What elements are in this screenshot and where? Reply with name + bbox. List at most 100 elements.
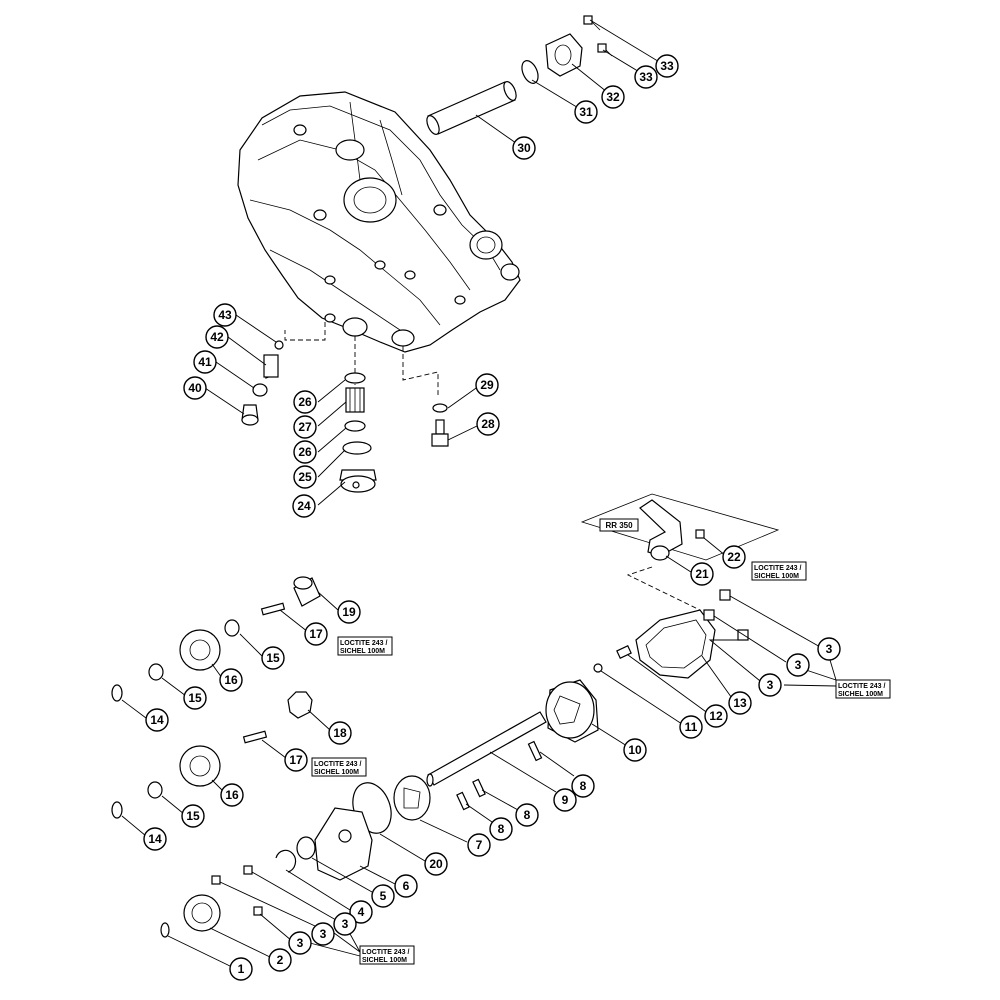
rr350-label-text: RR 350 (605, 521, 633, 530)
washer-15a (224, 619, 240, 637)
callout-21: 21 (690, 562, 714, 586)
svg-text:15: 15 (188, 691, 202, 705)
screw-3b (703, 609, 715, 621)
callout-2: 2 (268, 948, 292, 972)
callout-3a: 3 (817, 637, 841, 661)
svg-text:18: 18 (333, 726, 347, 740)
note-loctite-17b: LOCTITE 243 / SICHEL 100M (311, 757, 367, 777)
callout-1: 1 (229, 957, 253, 981)
callout-26a: 26 (293, 390, 317, 414)
screw-3a (719, 589, 731, 601)
callout-3e: 3 (311, 922, 335, 946)
svg-text:15: 15 (186, 809, 200, 823)
callout-32: 32 (601, 85, 625, 109)
note-loctite-22: LOCTITE 243 / SICHEL 100M (751, 561, 807, 581)
callout-31: 31 (574, 100, 598, 124)
svg-text:29: 29 (480, 378, 494, 392)
svg-text:8: 8 (524, 808, 531, 822)
svg-text:2: 2 (277, 953, 284, 967)
callout-8c: 8 (489, 817, 513, 841)
svg-text:14: 14 (148, 832, 162, 846)
washer-41 (252, 383, 268, 397)
svg-text:17: 17 (289, 753, 303, 767)
callout-15b: 15 (183, 686, 207, 710)
callout-42: 42 (205, 325, 229, 349)
callout-3c: 3 (758, 673, 782, 697)
note-3-bottom-line2: SICHEL 100M (362, 957, 407, 964)
callout-11: 11 (679, 715, 703, 739)
plug-40 (241, 404, 259, 426)
filter-27 (345, 387, 365, 413)
svg-text:20: 20 (429, 857, 443, 871)
washer-29 (432, 403, 448, 413)
callout-3b: 3 (786, 653, 810, 677)
callout-17b: 17 (284, 748, 308, 772)
spring-12 (616, 645, 632, 659)
svg-text:8: 8 (498, 822, 505, 836)
callout-19: 19 (337, 600, 361, 624)
svg-text:9: 9 (562, 793, 569, 807)
callout-13: 13 (728, 691, 752, 715)
svg-text:28: 28 (481, 417, 495, 431)
callout-25: 25 (293, 465, 317, 489)
callout-40: 40 (183, 376, 207, 400)
note-3-right-line2: SICHEL 100M (838, 691, 883, 698)
ball-11 (593, 663, 603, 673)
callout-41: 41 (193, 350, 217, 374)
svg-text:10: 10 (628, 743, 642, 757)
svg-text:17: 17 (309, 627, 323, 641)
pin-8c (456, 791, 470, 811)
callout-8b: 8 (515, 803, 539, 827)
callout-3d: 3 (333, 912, 357, 936)
crankcase-half (237, 91, 521, 353)
ring-26a (344, 372, 366, 384)
o-ring-31 (521, 60, 539, 84)
callout-9: 9 (553, 788, 577, 812)
washer-15c (147, 781, 163, 799)
svg-text:21: 21 (695, 567, 709, 581)
clip-14b (111, 801, 123, 819)
washer-15b (148, 663, 164, 681)
pin-8a (527, 740, 543, 762)
callout-14b: 14 (143, 827, 167, 851)
rr350-label: RR 350 (599, 518, 639, 532)
svg-text:22: 22 (727, 550, 741, 564)
gear-2 (183, 894, 221, 932)
spacer-19 (293, 576, 321, 607)
callout-5: 5 (371, 884, 395, 908)
callout-18: 18 (328, 721, 352, 745)
ball-43 (274, 340, 284, 350)
svg-text:7: 7 (476, 838, 483, 852)
callout-24: 24 (292, 494, 316, 518)
callout-12: 12 (704, 704, 728, 728)
svg-text:3: 3 (297, 936, 304, 950)
screw-3d (211, 875, 221, 885)
callout-8a: 8 (571, 774, 595, 798)
ring-26b (344, 420, 366, 432)
svg-text:33: 33 (660, 59, 674, 73)
bolt-17b (242, 730, 268, 744)
svg-text:11: 11 (685, 720, 698, 734)
note-22-line2: SICHEL 100M (754, 573, 799, 580)
pin-8b (472, 778, 486, 798)
callout-22: 22 (722, 545, 746, 569)
gear-16b (179, 745, 221, 787)
note-3-bottom-line1: LOCTITE 243 / (362, 949, 410, 956)
callout-26b: 26 (293, 440, 317, 464)
svg-text:3: 3 (320, 927, 327, 941)
svg-text:3: 3 (826, 642, 833, 656)
screw-28 (431, 419, 449, 447)
svg-text:25: 25 (298, 470, 312, 484)
callout-3f: 3 (288, 931, 312, 955)
svg-text:3: 3 (795, 658, 802, 672)
svg-text:33: 33 (639, 70, 653, 84)
svg-text:13: 13 (733, 696, 747, 710)
callout-33a: 33 (655, 54, 679, 78)
note-17a-line2: SICHEL 100M (340, 648, 385, 655)
note-22-line1: LOCTITE 243 / (754, 565, 802, 572)
svg-text:19: 19 (342, 605, 356, 619)
note-loctite-3-bottom: LOCTITE 243 / SICHEL 100M (359, 945, 415, 965)
svg-text:16: 16 (224, 673, 238, 687)
callout-20: 20 (424, 852, 448, 876)
